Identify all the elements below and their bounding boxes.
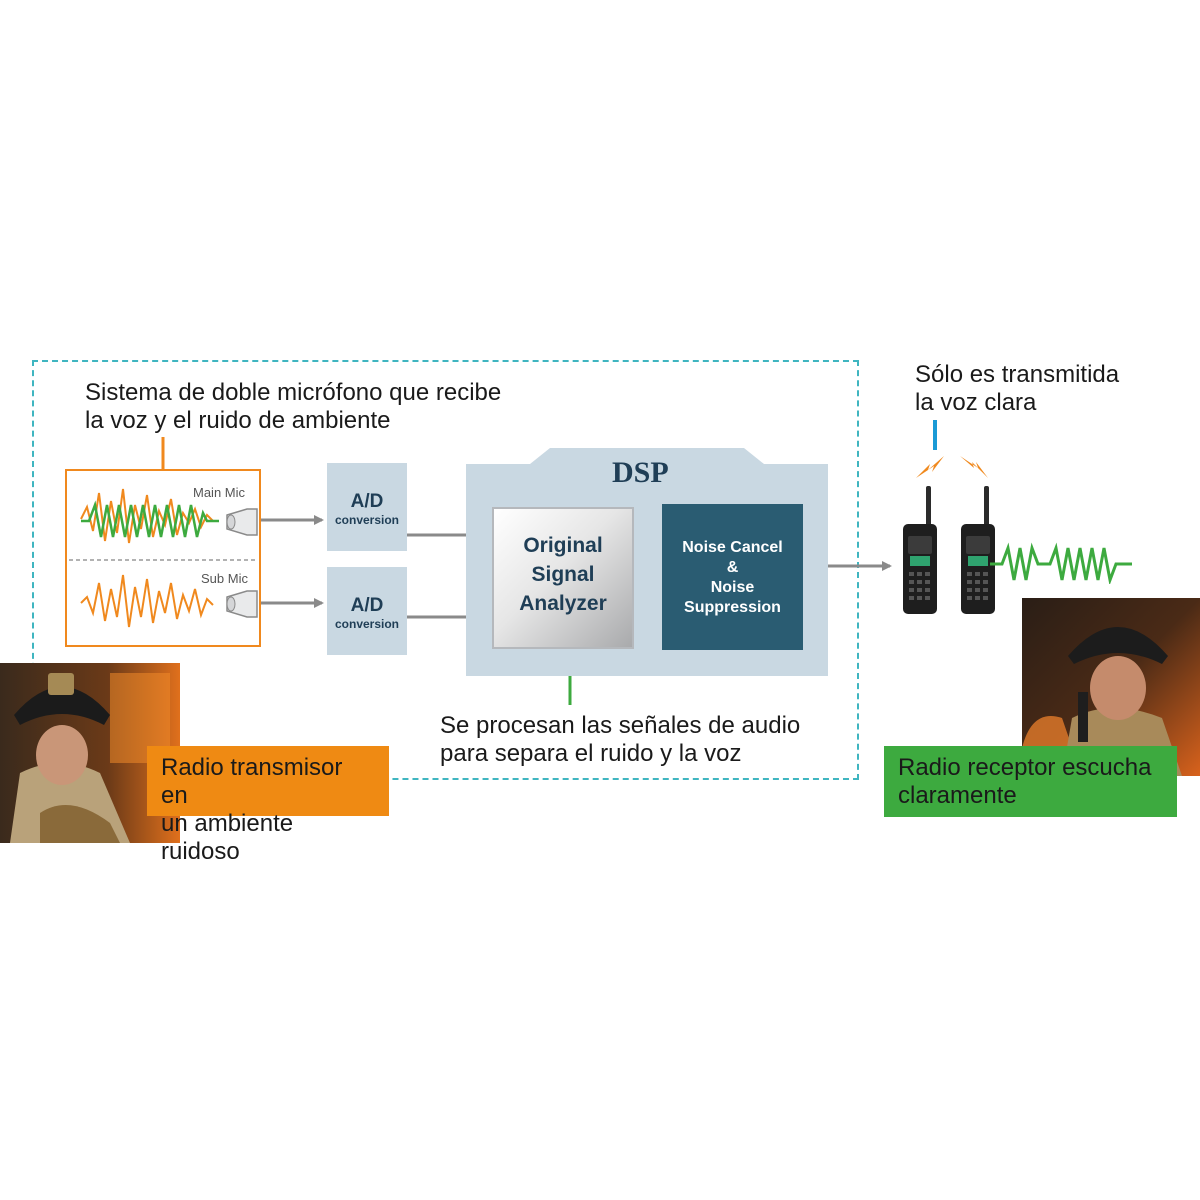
transmitter-tag: Radio transmisor en un ambiente ruidoso	[147, 746, 389, 865]
sub-mic-noise-wave	[80, 574, 214, 628]
process-caption-line1: Se procesan las señales de audio	[440, 712, 801, 739]
system-caption-line1: Sistema de doble micrófono que recibe	[85, 379, 502, 406]
analyzer-line1: Original	[523, 534, 603, 557]
ad-subtitle: conversion	[334, 513, 400, 527]
radio-icon	[961, 486, 995, 614]
system-caption: Sistema de doble micrófono que recibe la…	[85, 379, 501, 435]
receiver-tag: Radio receptor escucha claramente	[884, 746, 1177, 817]
transmit-caption-line2: la voz clara	[915, 389, 1037, 416]
radio-icon	[903, 486, 937, 614]
signal-lightning-icon	[916, 456, 944, 478]
main-mic-voice-wave	[81, 500, 219, 538]
microphone-icon	[226, 508, 258, 536]
receiver-tag-line2: claramente	[898, 782, 1017, 809]
transmit-caption-line1: Sólo es transmitida	[915, 361, 1120, 388]
transmit-caption: Sólo es transmitida la voz clara	[915, 361, 1119, 417]
receiver-tag-line1: Radio receptor escucha	[898, 754, 1152, 781]
signal-lightning-icon	[960, 456, 988, 478]
dsp-title: DSP	[612, 456, 669, 489]
noise-line3: Noise	[710, 579, 755, 596]
noise-line2: &	[726, 559, 739, 576]
main-mic-label: Main Mic	[193, 485, 246, 500]
dual-mic-panel: Main Mic Sub Mic	[65, 469, 261, 647]
original-signal-analyzer-block: Original Signal Analyzer	[492, 507, 634, 649]
transmitter-tag-line2: un ambiente ruidoso	[161, 810, 294, 865]
process-caption: Se procesan las señales de audio para se…	[440, 712, 800, 768]
process-caption-line2: para separa el ruido y la voz	[440, 740, 742, 767]
noise-cancel-block: Noise Cancel & Noise Suppression	[662, 504, 803, 650]
ad-conversion-box-main: A/D conversion	[327, 463, 407, 551]
ad-title: A/D	[350, 491, 384, 512]
analyzer-line2: Signal	[531, 563, 595, 586]
analyzer-line3: Analyzer	[519, 592, 607, 615]
mic-waveforms	[69, 488, 257, 628]
noise-line1: Noise Cancel	[682, 539, 783, 556]
system-caption-line2: la voz y el ruido de ambiente	[85, 407, 391, 434]
transmitter-tag-line1: Radio transmisor en	[161, 754, 343, 809]
sub-mic-label: Sub Mic	[201, 571, 248, 586]
microphone-icon	[226, 590, 258, 618]
noise-line4: Suppression	[684, 599, 781, 616]
ad-title: A/D	[350, 595, 384, 616]
dashed-system-boundary	[32, 360, 859, 780]
clean-voice-wave	[990, 542, 1132, 584]
ad-subtitle: conversion	[334, 617, 400, 631]
ad-conversion-box-sub: A/D conversion	[327, 567, 407, 655]
